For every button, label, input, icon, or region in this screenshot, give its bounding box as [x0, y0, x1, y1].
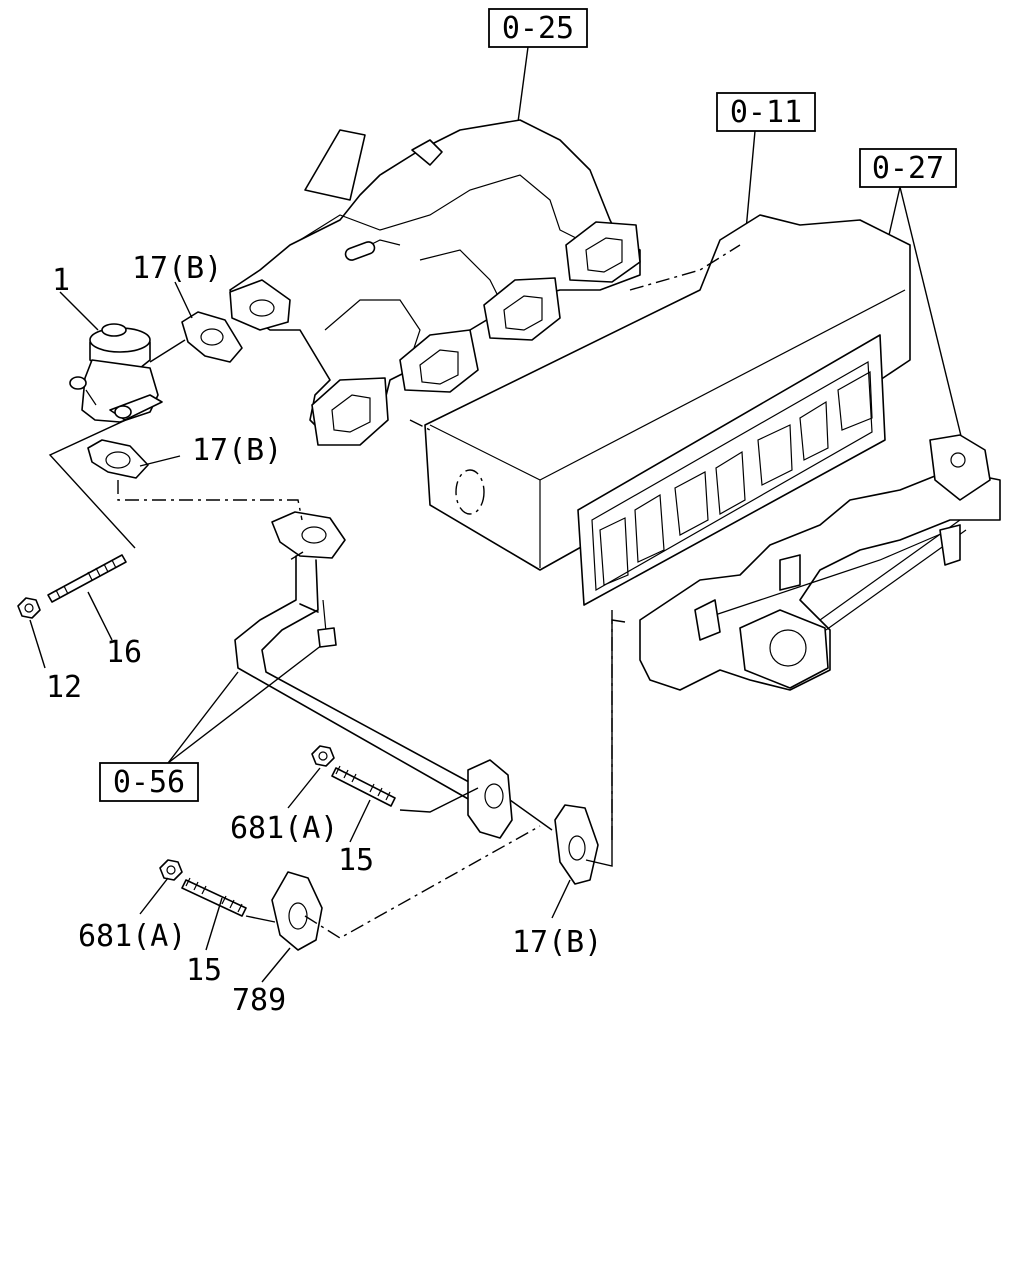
nut-12 — [17, 597, 41, 619]
cylinder-head — [424, 214, 911, 571]
egr-pipe — [234, 511, 513, 839]
label-part-15-lower: 15 — [186, 953, 222, 988]
egr-valve — [69, 323, 163, 423]
ref-box-0-27[interactable]: 0-27 — [859, 148, 957, 188]
svg-text:0-11: 0-11 — [730, 95, 802, 130]
flange-789 — [271, 871, 323, 951]
gasket-17b-top — [181, 311, 243, 363]
gasket-17b-mid — [87, 439, 149, 479]
label-part-17b-top: 17(B) — [132, 251, 222, 286]
svg-text:0-56: 0-56 — [113, 765, 185, 800]
gasket-17b-bottom — [554, 804, 599, 885]
label-part-17b-mid: 17(B) — [192, 433, 282, 468]
label-part-1: 1 — [52, 263, 70, 298]
svg-text:0-25: 0-25 — [502, 11, 574, 46]
assembly-lines — [48, 339, 626, 939]
stud-15-upper — [331, 765, 396, 807]
label-part-12: 12 — [46, 670, 82, 705]
part-leaders — [29, 281, 571, 983]
stud-16 — [47, 554, 127, 603]
ref-leaders — [167, 46, 963, 764]
label-part-15-upper: 15 — [338, 843, 374, 878]
label-part-681a-upper: 681(A) — [230, 811, 338, 846]
svg-text:0-27: 0-27 — [872, 151, 944, 186]
label-part-789: 789 — [232, 983, 286, 1018]
label-part-17b-bottom: 17(B) — [512, 925, 602, 960]
ref-box-0-11[interactable]: 0-11 — [716, 92, 816, 132]
stud-15-lower — [181, 877, 247, 917]
label-part-16: 16 — [106, 635, 142, 670]
exhaust-manifold — [639, 434, 1001, 691]
label-part-681a-lower: 681(A) — [78, 919, 186, 954]
intake-manifold — [229, 119, 641, 446]
exhaust-gasket — [577, 334, 886, 606]
ref-box-0-25[interactable]: 0-25 — [488, 8, 588, 48]
nut-681a-lower — [159, 859, 183, 881]
nut-681a-upper — [311, 745, 335, 767]
ref-box-0-56[interactable]: 0-56 — [99, 762, 199, 802]
